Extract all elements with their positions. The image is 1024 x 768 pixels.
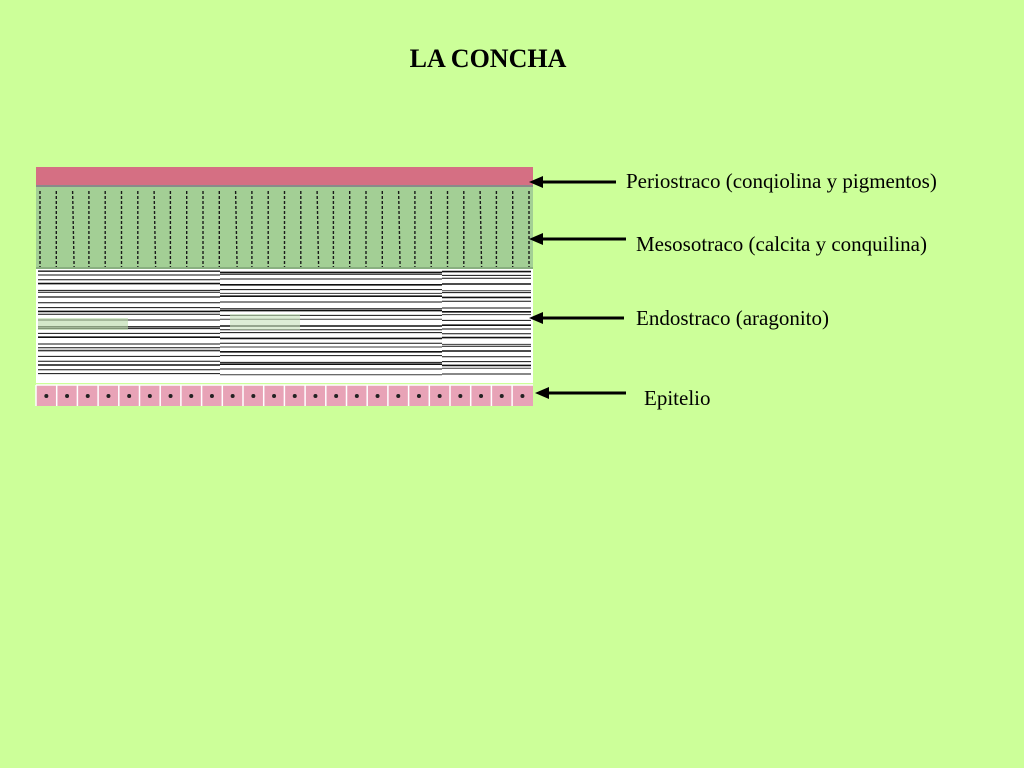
lamella-tint: [230, 314, 300, 330]
cell-nucleus: [396, 394, 401, 398]
aragonite-lamellae: [38, 270, 531, 376]
cell-nucleus: [127, 394, 132, 398]
cell-nucleus: [106, 394, 111, 398]
cell-nucleus: [334, 394, 339, 398]
epithelial-cells: [35, 384, 533, 406]
cell-nucleus: [354, 394, 359, 398]
lamella-tint: [38, 318, 128, 330]
cell-nucleus: [416, 394, 421, 398]
prism-line: [397, 190, 401, 268]
cell-nucleus: [209, 394, 214, 398]
page-title: LA CONCHA: [409, 44, 567, 73]
cell-nucleus: [65, 394, 70, 398]
epitelio-label: Epitelio: [644, 386, 711, 410]
prism-line: [316, 190, 320, 268]
label-arrows: [529, 176, 626, 399]
cell-nucleus: [479, 394, 484, 398]
cell-nucleus: [499, 394, 504, 398]
cell-nucleus: [313, 394, 318, 398]
prism-line: [479, 190, 483, 268]
cell-nucleus: [147, 394, 152, 398]
shell-layers: [35, 167, 533, 406]
endostraco-label: Endostraco (aragonito): [636, 306, 830, 330]
cell-nucleus: [520, 394, 525, 398]
periostraco-layer: [36, 167, 533, 186]
mesostraco-label: Mesosotraco (calcita y conquilina): [636, 232, 927, 256]
cell-nucleus: [292, 394, 297, 398]
periostraco-label: Periostraco (conqiolina y pigmentos): [626, 169, 937, 193]
prism-line: [153, 190, 157, 268]
cell-nucleus: [437, 394, 442, 398]
cell-nucleus: [458, 394, 463, 398]
prism-line: [71, 190, 75, 268]
cell-nucleus: [85, 394, 90, 398]
cell-nucleus: [189, 394, 194, 398]
cell-nucleus: [230, 394, 235, 398]
cell-nucleus: [168, 394, 173, 398]
calcite-prism-lines: [36, 190, 533, 269]
cell-nucleus: [375, 394, 380, 398]
cell-nucleus: [272, 394, 277, 398]
prism-line: [234, 190, 238, 268]
cell-nucleus: [44, 394, 49, 398]
cell-nucleus: [251, 394, 256, 398]
